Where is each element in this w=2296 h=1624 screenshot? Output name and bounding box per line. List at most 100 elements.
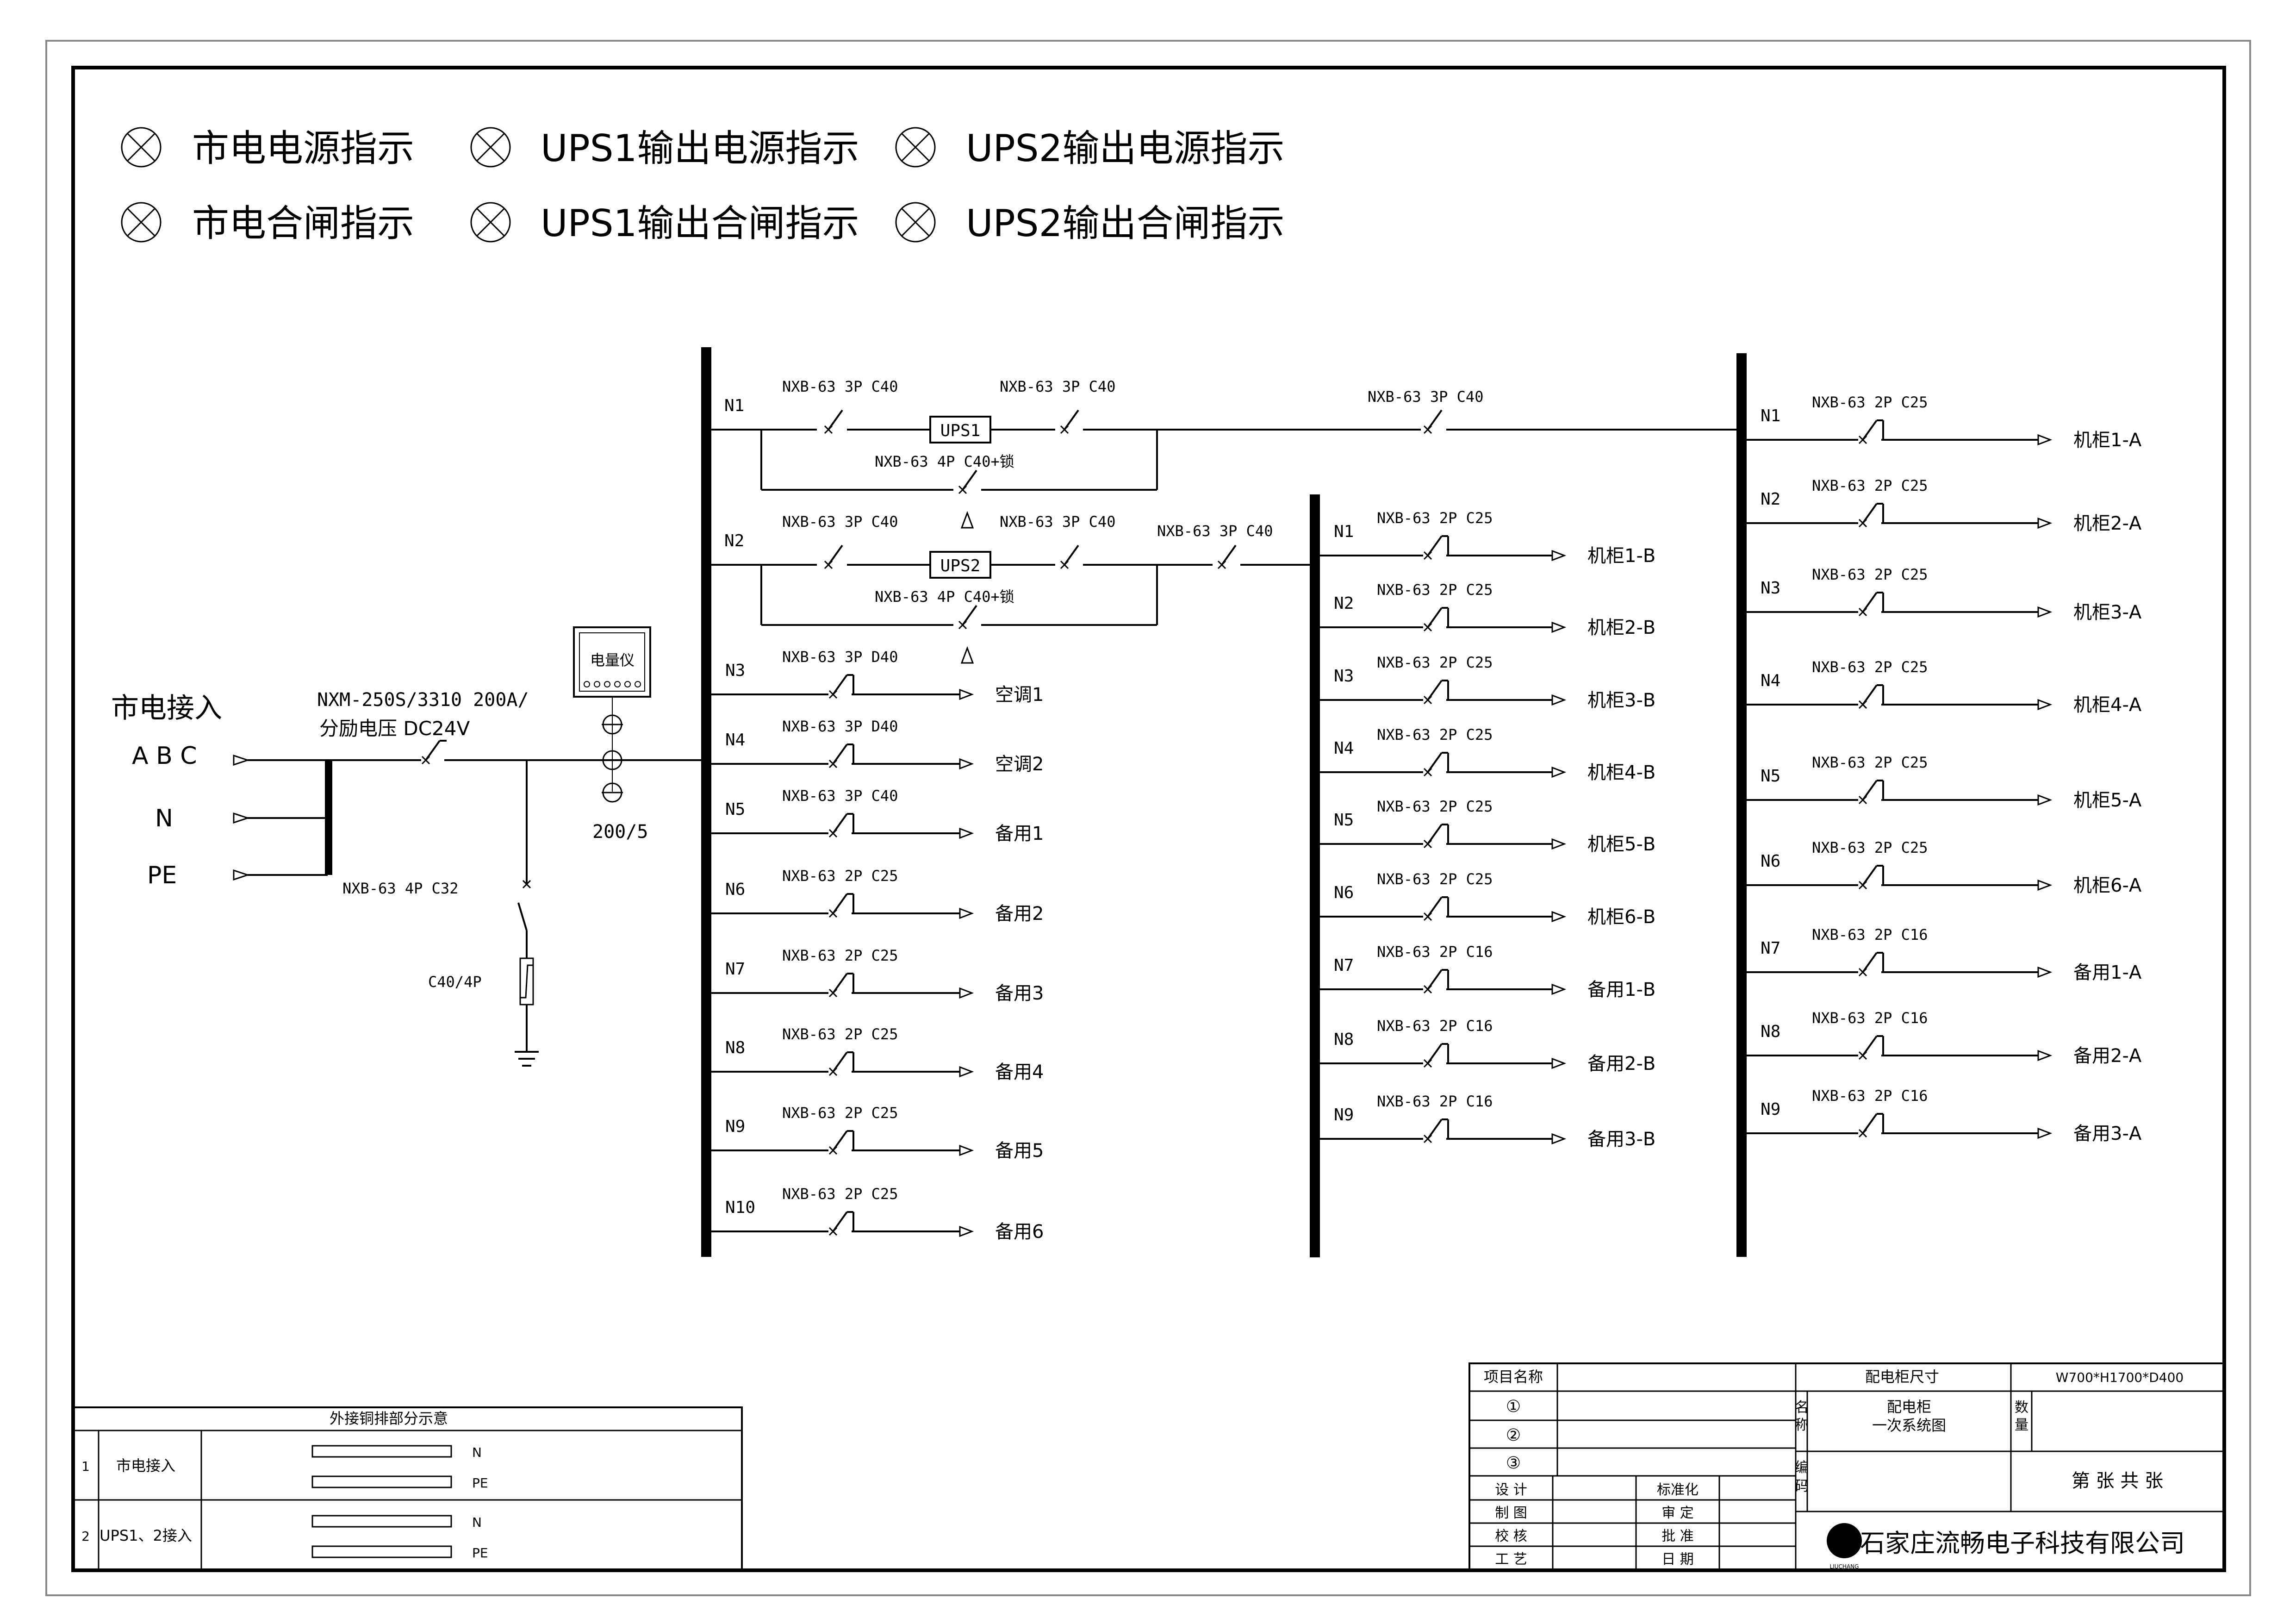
project-name-label: 项目名称 [1484, 1368, 1543, 1386]
bus1-N4-number: N4 [725, 731, 745, 750]
indicator-lamp-icon [121, 202, 162, 243]
copper-row-name: UPS1、2接入 [100, 1527, 192, 1544]
bus1-N9-breaker-x-mark [828, 1146, 838, 1155]
copper-row-number: 2 [81, 1529, 90, 1544]
bus3-N9-load-label: 备用3-A [2073, 1123, 2142, 1144]
ups2-row-bypass-label: NXB-63 4P C40+锁 [875, 588, 1014, 606]
drawing-name-line1: 配电柜 [1887, 1398, 1931, 1416]
ups1-row-box-label: UPS1 [940, 421, 981, 440]
surge-protector-label: C40/4P [428, 973, 482, 991]
company-name: 石家庄流畅电子科技有限公司 [1860, 1529, 2185, 1558]
ups2-output-breaker-x-mark [1217, 560, 1226, 569]
bus2-N8-breaker-label: NXB-63 2P C16 [1377, 1017, 1493, 1035]
indicator-label: 市电合闸指示 [192, 202, 414, 245]
bus2-N4-breaker-x-mark [1423, 768, 1432, 777]
power-meter-button [584, 681, 590, 687]
power-meter-icon [573, 626, 651, 698]
quantity-label: 数 [2015, 1399, 2028, 1416]
bus2-N8-breaker-x-mark [1423, 1059, 1432, 1068]
copper-bar-label: N [472, 1445, 482, 1460]
company-logo-icon [1827, 1523, 1862, 1558]
code-label: 编 [1795, 1460, 1809, 1476]
bus2-N2-arrow [1551, 621, 1567, 633]
copper-bar-label: PE [472, 1545, 488, 1561]
bus3-N4-number: N4 [1761, 671, 1780, 690]
bus1-N10-breaker-x-mark [828, 1227, 838, 1236]
company-logo-letter: G [1835, 1527, 1854, 1556]
incoming-phases: A B C [132, 742, 197, 770]
bus3-N7-breaker-label: NXB-63 2P C16 [1812, 926, 1928, 943]
power-meter-button [635, 681, 641, 687]
bus2-N7-breaker-label: NXB-63 2P C16 [1377, 943, 1493, 961]
power-meter-button [594, 681, 600, 687]
bus3-bar [1736, 353, 1747, 1257]
bus1-N10-breaker-label: NXB-63 2P C25 [782, 1185, 898, 1203]
bus2-N7-load-label: 备用1-B [1587, 979, 1655, 1000]
spd-breaker-blade [517, 902, 528, 931]
bus2-N2-number: N2 [1334, 594, 1354, 613]
bus3-N1-load-label: 机柜1-A [2073, 430, 2142, 451]
bus2-N1-breaker-label: NXB-63 2P C25 [1377, 509, 1493, 527]
ups2-row-breaker-1-label: NXB-63 3P C40 [782, 513, 898, 531]
copper-table-border [72, 1406, 743, 1571]
bus1-N6-number: N6 [725, 880, 745, 899]
date-label: 日 期 [1661, 1551, 1694, 1568]
bus1-N8-breaker-x-mark [828, 1067, 838, 1076]
name-label: 称 [1795, 1417, 1809, 1433]
indicator-lamp-cross [126, 132, 156, 162]
incoming-terminal-icon [233, 754, 250, 766]
bus3-N8-load-label: 备用2-A [2073, 1045, 2142, 1067]
ups1-row-lock-icon [960, 511, 974, 529]
bus1-N9-load-label: 备用5 [995, 1140, 1044, 1162]
copper-bar-icon [311, 1475, 452, 1488]
incoming-terminal-icon [233, 812, 250, 824]
bus2-N9-arrow [1551, 1133, 1567, 1145]
bus3-N6-arrow [2037, 879, 2053, 891]
bus2-N4-load-label: 机柜4-B [1587, 762, 1655, 783]
bus2-N4-number: N4 [1334, 739, 1354, 758]
check-label: 校 核 [1495, 1528, 1527, 1544]
bus2-N5-breaker-label: NXB-63 2P C25 [1377, 798, 1493, 815]
bus1-N3-breaker-label: NXB-63 3P D40 [782, 648, 898, 666]
indicator-lamp-cross [901, 132, 930, 162]
bus1-bar [701, 347, 711, 1257]
process-label: 工 艺 [1495, 1551, 1527, 1568]
ups2-row-box-label: UPS2 [940, 556, 981, 575]
bus2-N6-load-label: 机柜6-B [1587, 906, 1655, 928]
bus3-N7-breaker-x-mark [1858, 968, 1867, 977]
bus2-N6-number: N6 [1334, 883, 1354, 902]
bus3-N2-arrow [2037, 517, 2053, 529]
bus2-N2-load-label: 机柜2-B [1587, 617, 1655, 638]
bus3-N2-breaker-label: NXB-63 2P C25 [1812, 477, 1928, 494]
bus1-N4-breaker-x-mark [828, 759, 838, 768]
copper-row-number: 1 [81, 1459, 90, 1474]
bus1-N8-load-label: 备用4 [995, 1062, 1044, 1083]
bus3-N8-breaker-x-mark [1858, 1051, 1867, 1060]
bus1-N7-breaker-label: NXB-63 2P C25 [782, 947, 898, 964]
bus1-N5-number: N5 [725, 800, 745, 819]
bus3-N5-number: N5 [1761, 767, 1780, 786]
indicator-label: UPS2输出电源指示 [966, 127, 1284, 170]
ups1-row-bypass-label: NXB-63 4P C40+锁 [875, 453, 1014, 470]
bus1-N7-breaker-x-mark [828, 988, 838, 998]
ups2-row-breaker-2-label: NXB-63 3P C40 [1000, 513, 1115, 531]
ups1-row-breaker-1-x-mark [824, 425, 833, 434]
bus3-N5-load-label: 机柜5-A [2073, 790, 2142, 811]
cabinet-size-value: W700*H1700*D400 [2056, 1370, 2184, 1385]
indicator-label: 市电电源指示 [192, 127, 414, 170]
ups1-row-number: N1 [724, 396, 744, 415]
bus2-N1-number: N1 [1334, 522, 1354, 541]
bus2-N3-number: N3 [1334, 667, 1354, 686]
bus3-N3-arrow [2037, 606, 2053, 618]
inner-frame [71, 66, 2226, 1572]
bus2-N5-load-label: 机柜5-B [1587, 834, 1655, 855]
bus3-N3-number: N3 [1761, 579, 1780, 598]
bus2-N6-arrow [1551, 911, 1567, 923]
power-meter-label: 电量仪 [590, 651, 635, 669]
bus3-N2-breaker-x-mark [1858, 518, 1867, 528]
power-meter-screen [579, 632, 645, 692]
bus2-N7-number: N7 [1334, 956, 1354, 975]
bus1-N9-arrow [959, 1144, 974, 1156]
